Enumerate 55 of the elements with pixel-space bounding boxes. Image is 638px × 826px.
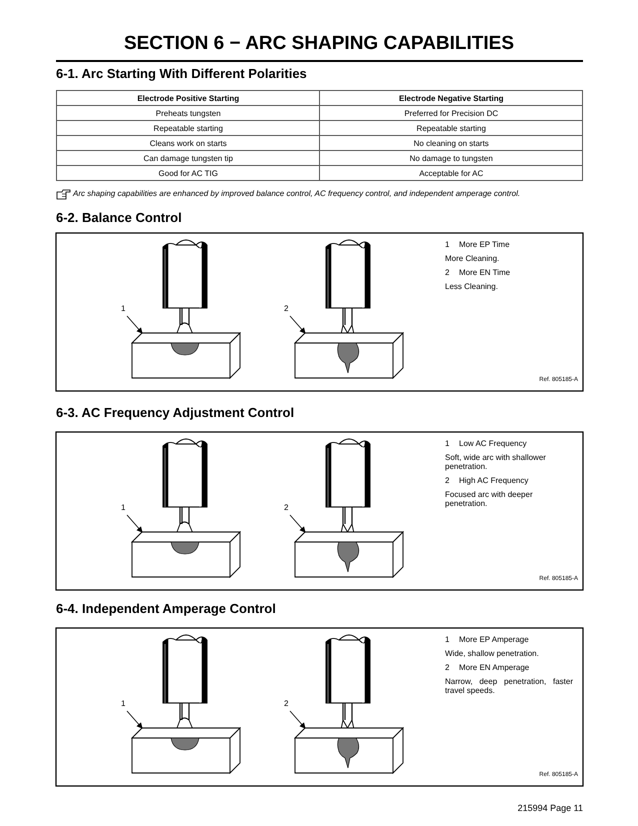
table-cell: Acceptable for AC: [320, 166, 582, 180]
table-cell: Repeatable starting: [56, 120, 320, 136]
callout-number: 1: [121, 699, 126, 709]
workpiece-block: [130, 332, 242, 380]
leader-line: [126, 514, 143, 533]
callout-number: 2: [445, 663, 450, 672]
section-heading: 6-1. Arc Starting With Different Polarities: [56, 66, 307, 81]
callout-number: 1: [445, 240, 450, 249]
section-heading: 6-2. Balance Control: [56, 210, 182, 225]
legend-text: Wide, shallow penetration.: [445, 649, 540, 658]
table-header-cell: Electrode Positive Starting: [56, 90, 320, 106]
table-cell: Cleans work on starts: [56, 136, 320, 150]
callout-number: 2: [445, 268, 450, 277]
workpiece-block: [294, 726, 404, 774]
table-cell: Preheats tungsten: [56, 106, 320, 120]
leader-line: [126, 316, 143, 334]
table-header-cell: Electrode Negative Starting: [320, 90, 582, 106]
table-cell: Repeatable starting: [320, 120, 582, 136]
note-text: Arc shaping capabilities are enhanced by improved balance control, AC frequency control, and independent amperage control.: [73, 189, 520, 198]
callout-number: 1: [445, 635, 450, 644]
callout-number: 1: [121, 304, 126, 314]
page-title: SECTION 6 − ARC SHAPING CAPABILITIES: [122, 33, 516, 55]
table-cell: No cleaning on starts: [320, 136, 582, 150]
workpiece-block: [294, 530, 404, 578]
leader-line: [290, 514, 306, 533]
legend-heading: Low AC Frequency: [459, 439, 527, 448]
legend-heading: More EP Time: [459, 240, 510, 249]
legend-text: More Cleaning.: [445, 254, 500, 263]
callout-number: 2: [284, 699, 288, 709]
workpiece-block: [130, 530, 242, 578]
workpiece-block: [294, 332, 404, 380]
leader-line: [126, 710, 143, 729]
table-cell: Can damage tungsten tip: [56, 150, 320, 166]
table-cell: Preferred for Precision DC: [320, 106, 582, 120]
leader-line: [290, 710, 306, 729]
section-heading: 6-4. Independent Amperage Control: [56, 601, 276, 616]
legend-text: Focused arc with deeper penetration.: [445, 490, 534, 508]
table-cell: No damage to tungsten: [320, 150, 582, 166]
callout-number: 1: [121, 503, 126, 513]
callout-number: 2: [284, 304, 288, 314]
legend-text: Soft, wide arc with shallower penetration.: [445, 453, 547, 471]
legend-heading: More EP Amperage: [459, 635, 529, 644]
leader-line: [290, 316, 306, 334]
workpiece-block: [130, 726, 242, 774]
callout-number: 1: [445, 439, 450, 448]
legend-heading: More EN Time: [459, 268, 510, 277]
legend-text: Less Cleaning.: [445, 282, 499, 291]
table-cell: Good for AC TIG: [56, 166, 320, 180]
callout-number: 2: [284, 503, 288, 513]
legend-heading: High AC Frequency: [459, 476, 528, 485]
section-heading: 6-3. AC Frequency Adjustment Control: [56, 405, 294, 420]
legend-heading: More EN Amperage: [459, 663, 530, 672]
legend-text: Narrow, deep penetration, faster travel speeds.: [445, 677, 573, 695]
callout-number: 2: [445, 476, 450, 485]
page-number: 215994 Page 11: [516, 803, 583, 813]
